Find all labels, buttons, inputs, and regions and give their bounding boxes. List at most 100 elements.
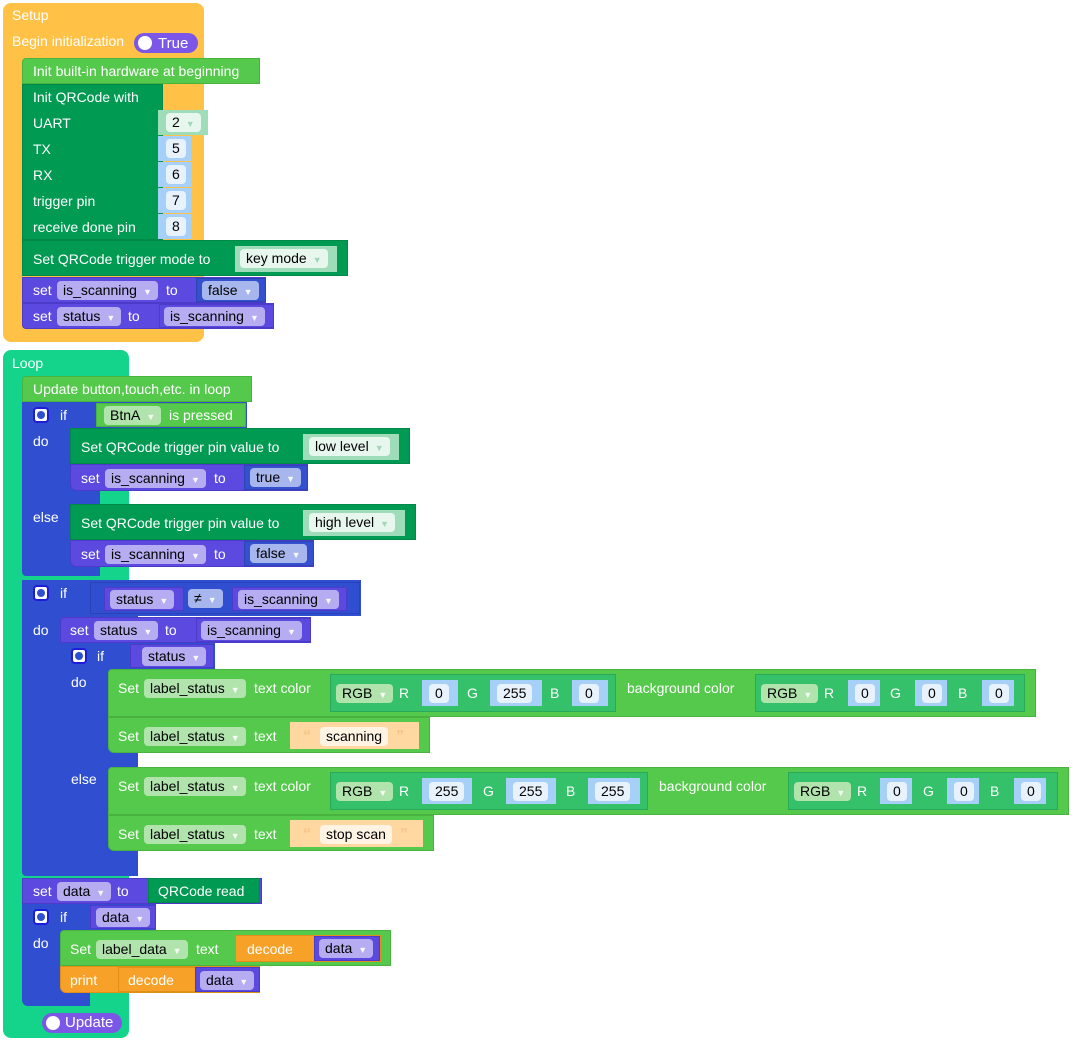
bg-b-input[interactable]: 0: [1021, 782, 1041, 801]
text-label: text: [254, 728, 277, 744]
label-dropdown[interactable]: label_status▼: [144, 825, 246, 844]
trigger-pin-label: Set QRCode trigger pin value to: [81, 515, 280, 531]
rgb-dropdown[interactable]: RGB▼: [336, 782, 394, 801]
background-color-label: background color: [659, 778, 767, 794]
r-label: R: [857, 783, 868, 799]
g-input[interactable]: 255: [497, 684, 533, 703]
scanning-text-input[interactable]: scanning: [320, 727, 389, 746]
boolean-dropdown[interactable]: false▼: [250, 544, 307, 563]
r-input[interactable]: 0: [429, 684, 449, 703]
chevron-down-icon: ▼: [106, 313, 116, 323]
update-hardware-block[interactable]: [22, 376, 252, 402]
boolean-dropdown[interactable]: true▼: [250, 468, 302, 487]
else-keyword: else: [33, 509, 59, 525]
bg-g-input[interactable]: 0: [954, 782, 974, 801]
set-keyword: set: [33, 282, 52, 298]
variable-dropdown[interactable]: is_scanning ▼: [105, 469, 206, 488]
g-label: G: [467, 685, 478, 701]
variable-name: is_scanning: [111, 470, 185, 486]
variable-dropdown[interactable]: status ▼: [57, 307, 122, 326]
operator-dropdown[interactable]: ≠▼: [188, 589, 223, 608]
chevron-down-icon: ▼: [190, 475, 200, 485]
chevron-down-icon: ▼: [239, 977, 249, 987]
begin-init-label: Begin initialization: [12, 33, 125, 49]
bg-b-input[interactable]: 0: [989, 684, 1009, 703]
variable-name: data: [63, 883, 91, 899]
update-toggle[interactable]: Update: [42, 1013, 122, 1033]
bg-r-input[interactable]: 0: [855, 684, 875, 703]
set-keyword: set: [81, 546, 100, 562]
qrcode-read-label: QRCode read: [158, 883, 245, 899]
qrcode-read-block: [148, 878, 260, 903]
uart-dropdown[interactable]: 2▼: [166, 113, 201, 132]
rgb-mode: RGB: [342, 783, 373, 799]
boolean-value: true: [256, 469, 281, 485]
rgb-dropdown[interactable]: RGB▼: [794, 782, 852, 801]
else-keyword: else: [71, 771, 97, 787]
chevron-down-icon: ▼: [249, 313, 259, 323]
chevron-down-icon: ▼: [146, 412, 156, 422]
label-dropdown[interactable]: label_status▼: [144, 679, 246, 698]
uart-value: 2: [172, 114, 180, 130]
variable-dropdown[interactable]: status▼: [94, 621, 159, 640]
receive-done-pin-input[interactable]: 8: [166, 217, 186, 236]
variable-dropdown[interactable]: data▼: [57, 882, 112, 901]
set-keyword: Set: [118, 680, 140, 696]
stop-scan-text-input[interactable]: stop scan: [320, 825, 392, 844]
bg-r-input[interactable]: 0: [887, 782, 907, 801]
variable-name: status: [63, 308, 101, 324]
tx-input[interactable]: 5: [166, 139, 186, 158]
gear-icon[interactable]: [33, 585, 49, 601]
chevron-down-icon: ▼: [143, 627, 153, 637]
rgb-dropdown[interactable]: RGB▼: [336, 684, 394, 703]
g-input[interactable]: 255: [513, 782, 549, 801]
chevron-down-icon: ▼: [374, 443, 384, 453]
label-dropdown[interactable]: label_data▼: [96, 940, 188, 959]
boolean-value: false: [208, 282, 238, 298]
label-dropdown[interactable]: label_status▼: [144, 777, 246, 796]
b-input[interactable]: 0: [579, 684, 599, 703]
begin-init-toggle[interactable]: True: [134, 33, 198, 53]
button-dropdown[interactable]: BtnA▼: [104, 406, 162, 425]
receive-done-pin-label: receive done pin: [33, 219, 136, 235]
label-dropdown[interactable]: label_status▼: [144, 727, 246, 746]
boolean-dropdown[interactable]: false▼: [202, 281, 259, 300]
chevron-down-icon: ▼: [230, 831, 240, 841]
data-dropdown[interactable]: data▼: [319, 939, 374, 958]
chevron-down-icon: ▼: [230, 685, 240, 695]
trigger-mode-dropdown[interactable]: key mode▼: [240, 249, 328, 268]
chevron-down-icon: ▼: [323, 596, 333, 606]
status-dropdown[interactable]: status▼: [110, 590, 175, 609]
is-scanning-dropdown[interactable]: is_scanning▼: [238, 590, 339, 609]
to-keyword: to: [165, 622, 177, 638]
rgb-mode: RGB: [800, 783, 831, 799]
variable-dropdown[interactable]: is_scanning▼: [57, 281, 158, 300]
chevron-down-icon: ▼: [191, 653, 201, 663]
r-input[interactable]: 255: [429, 782, 465, 801]
rx-input[interactable]: 6: [166, 165, 186, 184]
data-dropdown[interactable]: data▼: [96, 908, 151, 927]
low-level-dropdown[interactable]: low level▼: [309, 437, 390, 456]
rgb-mode: RGB: [767, 685, 798, 701]
variable-getter-dropdown[interactable]: is_scanning▼: [164, 307, 265, 326]
variable-dropdown[interactable]: is_scanning▼: [105, 545, 206, 564]
loop-title: Loop: [12, 355, 44, 371]
gear-icon[interactable]: [71, 648, 87, 664]
qrcode-init-block[interactable]: [22, 84, 163, 240]
rgb-dropdown[interactable]: RGB▼: [761, 684, 819, 703]
bg-g-input[interactable]: 0: [922, 684, 942, 703]
gear-icon[interactable]: [33, 909, 49, 925]
high-level-dropdown[interactable]: high level▼: [309, 513, 396, 532]
set-keyword: set: [33, 883, 52, 899]
data-dropdown[interactable]: data▼: [200, 971, 255, 990]
status-dropdown[interactable]: status▼: [142, 647, 207, 666]
variable-getter-dropdown[interactable]: is_scanning▼: [201, 621, 302, 640]
trigger-pin-input[interactable]: 7: [166, 191, 186, 210]
gear-icon[interactable]: [33, 407, 49, 423]
trigger-mode-value: key mode: [246, 250, 307, 266]
do-keyword: do: [33, 935, 49, 951]
chevron-down-icon: ▼: [172, 946, 182, 956]
b-input[interactable]: 255: [595, 782, 631, 801]
init-hardware-block[interactable]: [22, 58, 260, 84]
set-keyword: Set: [118, 826, 140, 842]
